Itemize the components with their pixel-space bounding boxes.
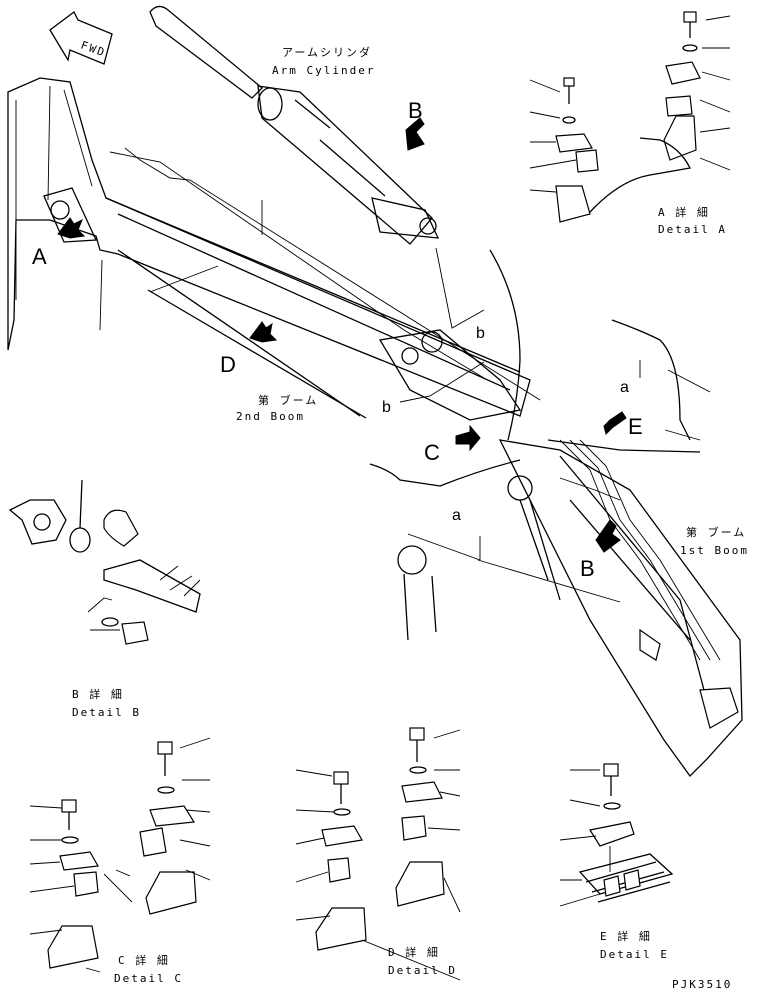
arm-cylinder [149, 5, 440, 245]
detail-a-jp: A 詳 細 [658, 205, 710, 219]
fwd-label: FWD [79, 39, 108, 60]
first-boom [498, 439, 743, 777]
detail-d-en: Detail D [388, 964, 457, 977]
detail-e-jp: E 詳 細 [600, 929, 652, 943]
detail-a-en: Detail A [658, 223, 727, 236]
callout-c: C [424, 440, 440, 465]
leader-lines [99, 200, 711, 603]
drawing-code: PJK3510 [672, 978, 732, 989]
detail-b-jp: B 詳 細 [72, 687, 124, 701]
first-boom-label-en: 1st Boom [680, 544, 749, 557]
detail-c-drawing: C 詳 細 Detail C [29, 737, 211, 985]
callout-b-lower: B [580, 556, 595, 581]
detail-c-en: Detail C [114, 972, 183, 985]
detail-e-en: Detail E [600, 948, 669, 961]
detail-c-jp: C 詳 細 [118, 953, 170, 967]
second-boom-label-jp: 第 ブーム [258, 393, 318, 407]
arm-cylinder-label-jp: アームシリンダ [282, 45, 372, 59]
second-boom [7, 77, 541, 421]
callout-d: D [220, 352, 236, 377]
detail-d-jp: D 詳 細 [388, 945, 440, 959]
callout-a-upper: a [620, 379, 629, 396]
callout-b-small-upper: b [476, 325, 485, 342]
detail-b-en: Detail B [72, 706, 141, 719]
callout-e: E [628, 414, 643, 439]
callout-arrows [57, 117, 627, 553]
second-boom-label-en: 2nd Boom [236, 410, 305, 423]
arm-cylinder-label-en: Arm Cylinder [272, 64, 375, 77]
detail-b-drawing: B 詳 細 Detail B [8, 479, 201, 719]
hoses [369, 249, 691, 487]
callout-b-small-lower: b [382, 399, 391, 416]
detail-a-drawing: A 詳 細 Detail A [529, 11, 731, 236]
callout-a: A [32, 244, 47, 269]
fwd-arrow: FWD [49, 11, 113, 65]
first-boom-label-jp: 第 ブーム [686, 525, 746, 539]
callout-a-lower: a [452, 507, 461, 524]
detail-e-drawing: E 詳 細 Detail E [559, 763, 674, 961]
boom-cylinder [397, 545, 437, 641]
callout-b-upper: B [408, 98, 423, 123]
detail-d-drawing: D 詳 細 Detail D [295, 727, 461, 981]
